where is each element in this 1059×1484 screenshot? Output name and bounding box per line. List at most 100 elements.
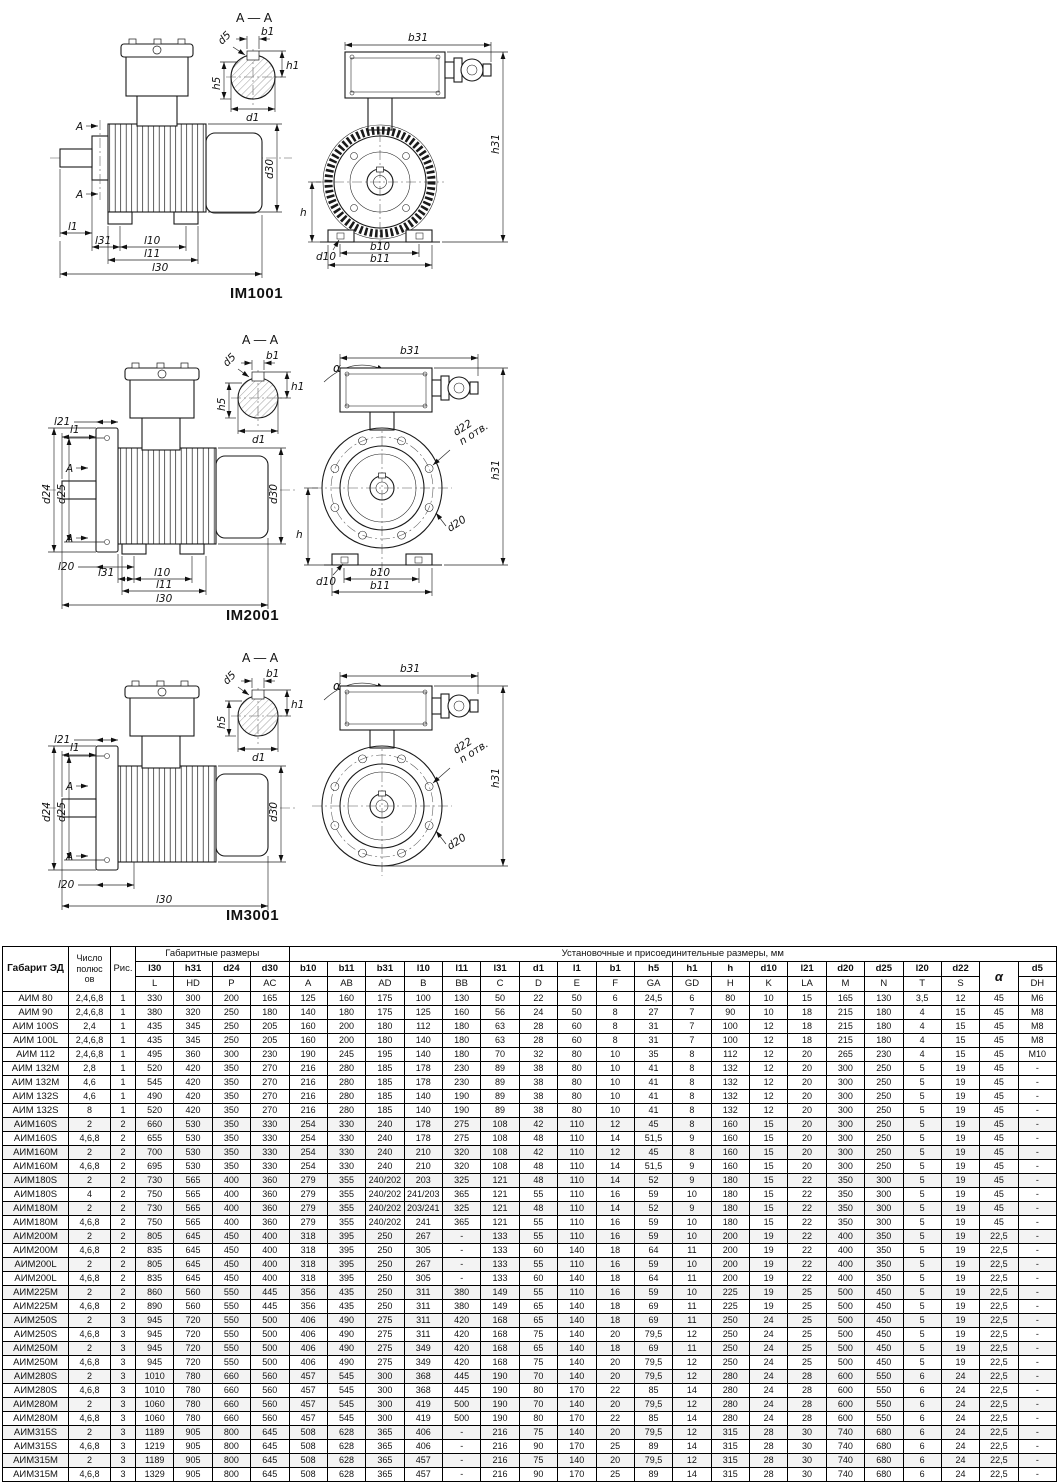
dim-label-d5: d5	[221, 669, 239, 687]
table-cell: 24,5	[633, 991, 674, 1006]
table-cell: 406	[288, 1327, 328, 1342]
table-cell: 450	[864, 1299, 904, 1314]
table-cell: 190	[441, 1103, 482, 1118]
table-cell: 216	[480, 1439, 520, 1454]
table-cell: 12	[940, 991, 981, 1006]
table-cell: 11	[672, 1341, 712, 1356]
table-cell: АИМ315М	[2, 1453, 69, 1468]
table-cell: 360	[250, 1187, 290, 1202]
table-cell: 2	[110, 1229, 136, 1244]
header-dim-symbol: l1	[557, 961, 597, 977]
table-cell: 69	[633, 1299, 674, 1314]
table-cell: 550	[864, 1411, 904, 1426]
table-cell: 2	[110, 1215, 136, 1230]
table-cell: 355	[326, 1173, 367, 1188]
table-cell: 435	[326, 1299, 367, 1314]
table-cell: 250	[864, 1159, 904, 1174]
header-letter: N	[864, 976, 904, 992]
table-cell: 279	[288, 1215, 328, 1230]
table-cell: 315	[710, 1439, 751, 1454]
table-cell: 63	[480, 1019, 520, 1034]
table-cell: 1	[110, 1061, 136, 1076]
dim-label-l20: l20	[58, 879, 75, 891]
header-letter: A	[288, 976, 328, 992]
table-cell: 11	[672, 1243, 712, 1258]
table-cell: 457	[288, 1397, 328, 1412]
table-cell: 419	[403, 1397, 444, 1412]
dim-label-l21: l21	[54, 416, 70, 428]
header-dim-symbol: l30	[134, 961, 175, 977]
dim-l10: l10	[120, 226, 187, 251]
table-cell: 19	[748, 1229, 789, 1244]
table-cell: 780	[173, 1411, 213, 1426]
table-cell: -	[1017, 1271, 1058, 1286]
table-cell: АИМ200М	[2, 1243, 69, 1258]
dim-label-h1: h1	[291, 381, 304, 393]
table-cell: 4,6,8	[68, 1411, 111, 1426]
table-cell: 75	[518, 1327, 559, 1342]
table-cell: 2	[68, 1117, 111, 1132]
table-cell: 30	[787, 1453, 827, 1468]
table-cell: 15	[787, 991, 827, 1006]
table-cell: 45	[979, 991, 1019, 1006]
table-cell: -	[1017, 1145, 1058, 1160]
table-cell: 318	[288, 1229, 328, 1244]
table-cell: 7	[672, 1033, 712, 1048]
table-cell: 490	[326, 1355, 367, 1370]
drawing-im1001: А — А b1 h1 d5 h5 d1	[50, 11, 508, 302]
table-cell: -	[441, 1229, 482, 1244]
dim-label-l1: l1	[70, 424, 80, 436]
table-cell: 420	[441, 1313, 482, 1328]
dim-d10: d10	[316, 563, 344, 588]
table-cell: 300	[825, 1089, 866, 1104]
header-dim-symbol: l11	[441, 961, 482, 977]
table-cell: М8	[1017, 1019, 1058, 1034]
table-cell: АИМ315М	[2, 1467, 69, 1482]
table-cell: 365	[365, 1439, 405, 1454]
dim-d5: d5	[216, 29, 246, 56]
table-cell: 160	[288, 1033, 328, 1048]
flange-bolt-hole	[358, 436, 367, 446]
side-view: А А d24 d25 l21 l1 l20	[41, 680, 298, 910]
table-cell: 24	[748, 1411, 789, 1426]
table-cell: 311	[403, 1299, 444, 1314]
table-cell: 22,5	[979, 1313, 1019, 1328]
header-dim-symbol: h31	[173, 961, 213, 977]
table-cell: 740	[825, 1453, 866, 1468]
table-cell: 240	[365, 1159, 405, 1174]
table-cell: 12	[748, 1061, 789, 1076]
table-cell: 48	[518, 1201, 559, 1216]
table-cell: 65	[518, 1299, 559, 1314]
table-cell: 80	[557, 1047, 597, 1062]
table-cell: 270	[250, 1075, 290, 1090]
table-cell: 545	[326, 1397, 367, 1412]
section-title: А — А	[242, 333, 279, 347]
table-cell: 19	[940, 1145, 981, 1160]
table-cell: М8	[1017, 1033, 1058, 1048]
table-cell: -	[1017, 1215, 1058, 1230]
table-cell: 457	[403, 1467, 444, 1482]
table-cell: 19	[940, 1271, 981, 1286]
table-cell: 12	[672, 1453, 712, 1468]
table-cell: 108	[480, 1117, 520, 1132]
table-cell: 180	[864, 1033, 904, 1048]
table-cell: 5	[902, 1355, 942, 1370]
table-cell: 19	[940, 1075, 981, 1090]
table-cell: 132	[710, 1103, 751, 1118]
dim-l30: l30	[59, 215, 263, 278]
table-cell: 55	[518, 1215, 559, 1230]
table-cell: 2	[110, 1173, 136, 1188]
table-cell: АИМ225М	[2, 1285, 69, 1300]
table-cell: АИМ180S	[2, 1187, 69, 1202]
table-cell: 79,5	[633, 1327, 674, 1342]
table-cell: 550	[211, 1285, 252, 1300]
table-cell: АИМ250S	[2, 1327, 69, 1342]
table-cell: 20	[787, 1061, 827, 1076]
table-cell: 730	[134, 1173, 175, 1188]
table-cell: 170	[557, 1383, 597, 1398]
table-cell: 8	[68, 1103, 111, 1118]
table-cell: 400	[825, 1229, 866, 1244]
table-cell: 24	[940, 1439, 981, 1454]
